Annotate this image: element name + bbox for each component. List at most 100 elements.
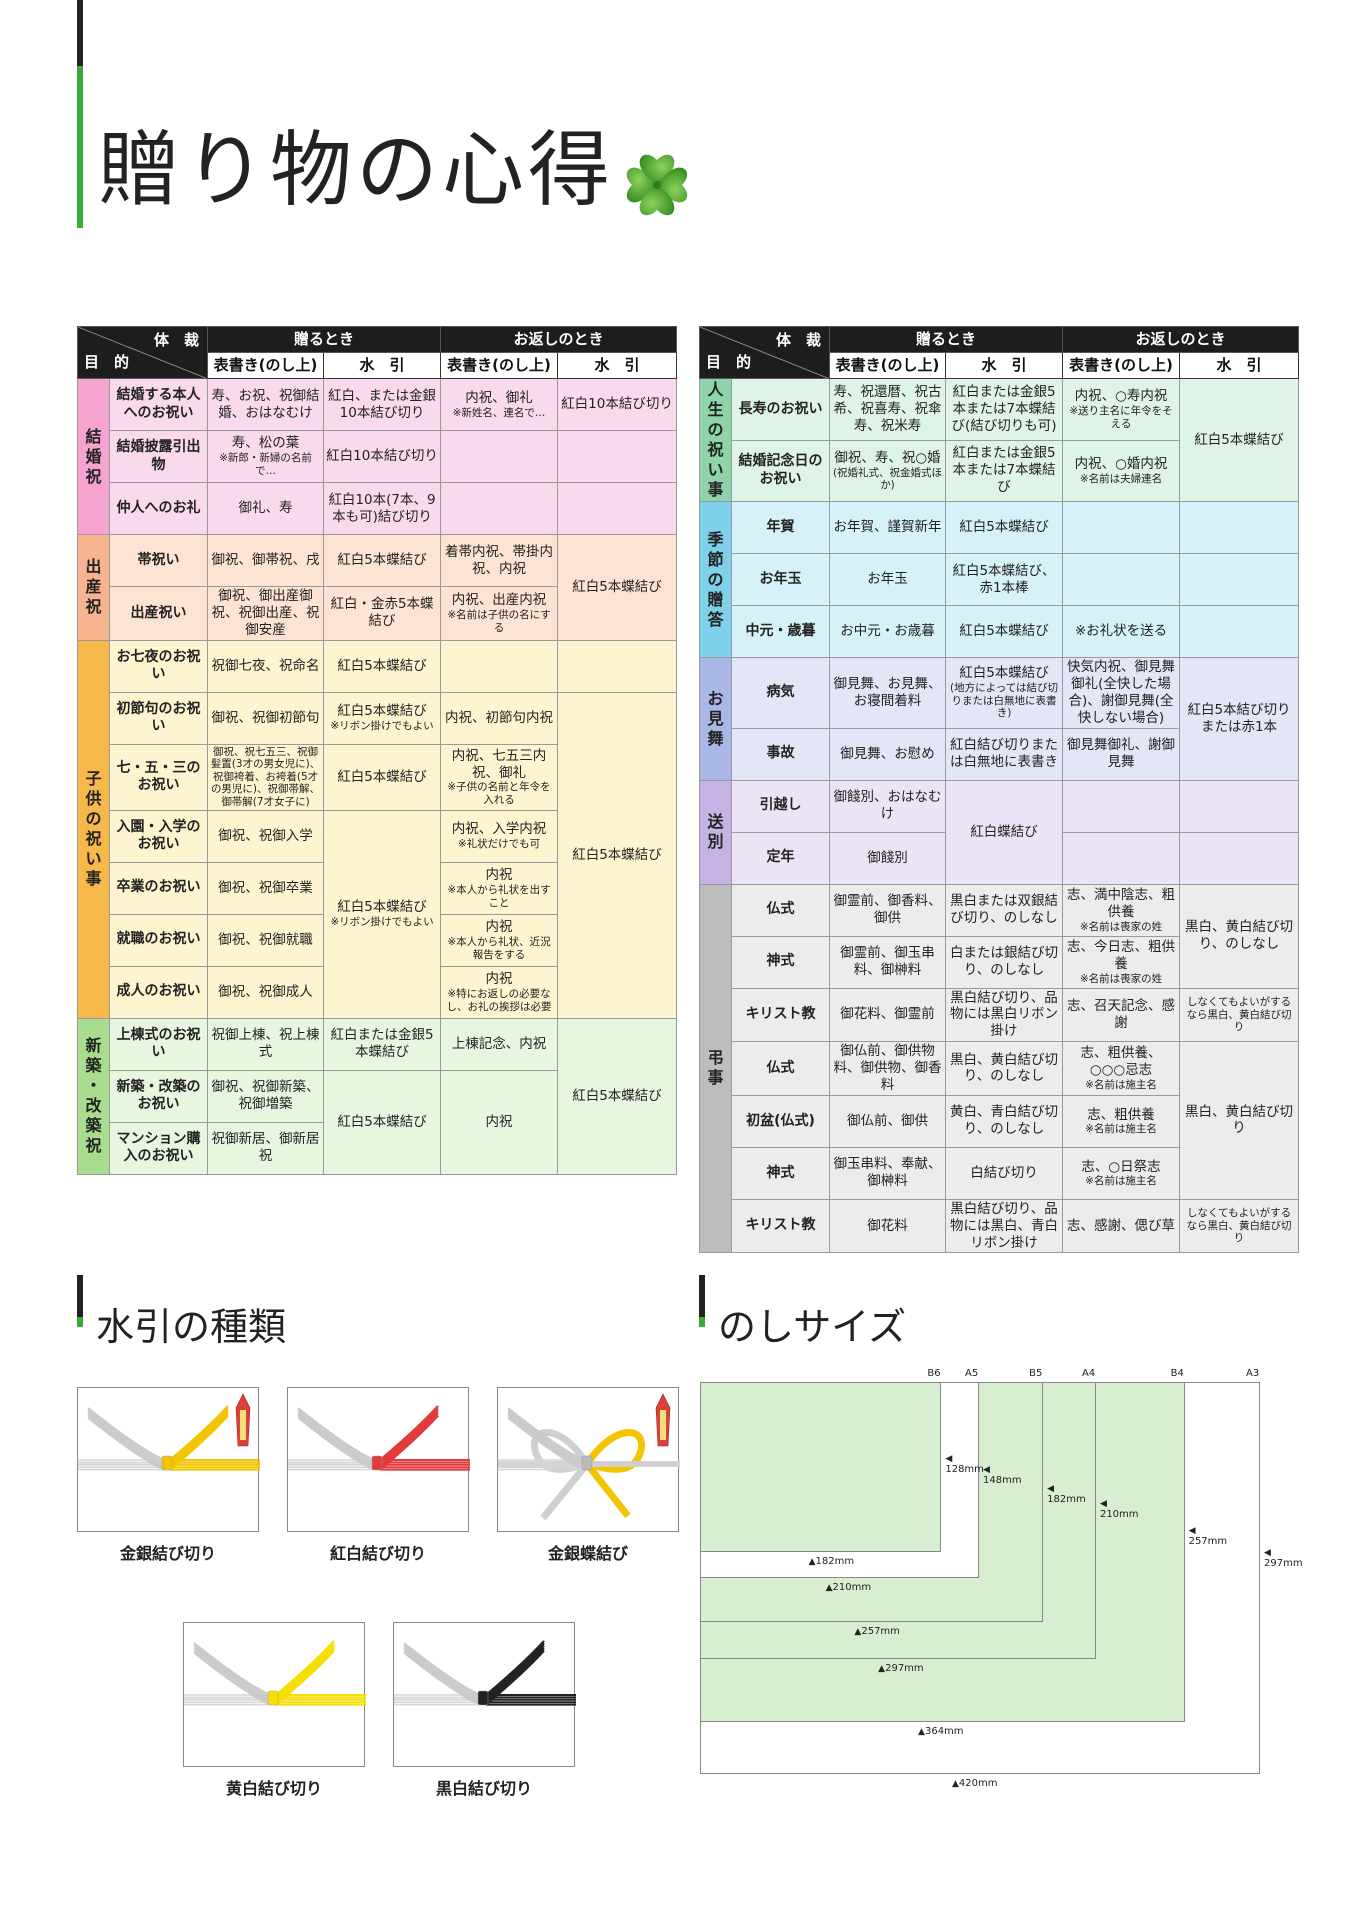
category-cell: 送 別	[699, 779, 732, 885]
cell-mizu: 白結び切り	[944, 1146, 1064, 1200]
mizuhiki-caption: 黄白結び切り	[225, 1779, 322, 1798]
header-okuru: 贈るとき	[828, 326, 1064, 353]
header-omote: 表書き(のし上)	[1062, 352, 1181, 379]
cell-kaeshi: 内祝、七五三内祝、御礼※子供の名前と年令を入れる	[440, 743, 559, 811]
header-corner: 体 裁目 的	[699, 326, 830, 379]
cell-kmizu	[557, 430, 678, 483]
table-row: 弔 事仏式御霊前、御香料、御供黒白または双銀結び切り、のしなし志、満中陰志、粗供…	[699, 883, 1300, 1254]
event-cell: 帯祝い	[109, 534, 208, 587]
cell-kmizu	[1179, 553, 1300, 606]
cell-kaeshi: 内祝※特にお返しの必要なし、お礼の挨拶は必要	[440, 965, 559, 1019]
noshi-height-label: ◀297mm	[1264, 1547, 1303, 1569]
header-mizu: 水 引	[944, 352, 1064, 379]
noshi-size-name: A5	[965, 1368, 979, 1379]
cell-text: 御祝、祝御新築、祝御増築	[211, 1079, 320, 1113]
cell-kmizu	[1179, 605, 1300, 658]
cell-note: 御祝、祝七五三、祝御髪置(3才の男女児に)、祝御袴着、お袴着(5才の男児に)、祝…	[210, 745, 321, 808]
header-mizu: 水 引	[1179, 352, 1300, 379]
merged-cell: 紅白5本蝶結び	[322, 1069, 442, 1175]
cell-omote: 祝御上棟、祝上棟式	[207, 1017, 324, 1071]
header-tai: 体 裁	[775, 331, 821, 349]
cell-mizu: 黒白結び切り、品物には黒白、青白リボン掛け	[944, 1198, 1064, 1254]
mizuhiki-sample	[183, 1622, 366, 1767]
cell-text: 御見舞、お見舞、お寝間着料	[833, 675, 942, 709]
merged-cell: 黒白、黄白結び切り	[1179, 1041, 1300, 1200]
table-row: キリスト教御花料黒白結び切り、品物には黒白、青白リボン掛け志、感謝、偲び草しなく…	[700, 1198, 1300, 1254]
cell-note: ※名前は喪家の姓	[1079, 972, 1163, 985]
cell-text: 内祝、出産内祝	[451, 592, 547, 609]
cell-kaeshi: 御見舞御礼、謝御見舞	[1062, 727, 1181, 781]
cell-omote: 御玉串料、奉献、御榊料	[829, 1146, 946, 1200]
noshi-width-label: ▲257mm	[854, 1625, 900, 1637]
cell-text: 紅白5本蝶結び	[337, 657, 427, 674]
cell-kmizu	[1179, 501, 1300, 554]
header-mizu: 水 引	[557, 352, 678, 379]
header-okaeshi: お返しのとき	[440, 326, 678, 353]
cell-text: 紅白結び切りまたは白無地に表書き	[950, 737, 1058, 770]
noshi-size-name: B4	[1170, 1368, 1184, 1379]
event-cell: 年賀	[731, 501, 830, 554]
event-cell: 引越し	[731, 779, 830, 833]
category-cell: 弔 事	[699, 883, 732, 1254]
cell-note: (地方によっては結び切りまたは白無地に表書き)	[949, 682, 1059, 720]
table-row: 子 供 の 祝 い 事お七夜のお祝い祝御七夜、祝命名紅白5本蝶結び	[77, 639, 678, 1019]
event-cell: 初盆(仏式)	[731, 1094, 830, 1148]
cell-mizu: 紅白5本蝶結び(地方によっては結び切りまたは白無地に表書き)	[944, 657, 1064, 729]
noshi-width-label: ▲297mm	[878, 1663, 924, 1675]
noshi-sheet	[700, 1382, 942, 1552]
cell-kaeshi	[440, 639, 559, 693]
cell-note: ※名前は施主名	[1085, 1079, 1157, 1092]
cell-text: 紅白10本(7本、9本も可)結び切り	[328, 491, 436, 525]
cell-text: 祝御上棟、祝上棟式	[211, 1027, 320, 1061]
noshi-size-name: A4	[1081, 1368, 1096, 1379]
cell-text: 志、粗供養	[1087, 1106, 1155, 1123]
cell-text: 内祝、入学内祝	[451, 821, 547, 838]
table-row: 結婚記念日のお祝い御祝、寿、祝○婚(祝婚礼式、祝金婚式ほか)紅白または金銀5本ま…	[700, 439, 1299, 502]
cell-kaeshi: ※お礼状を送る	[1062, 605, 1181, 658]
table-row: 初盆(仏式)御仏前、御供黄白、青白結び切り、のしなし志、粗供養※名前は施主名	[700, 1094, 1299, 1148]
cell-mizu: 紅白5本蝶結び、赤1本棒	[944, 553, 1064, 606]
cell-kaeshi: 志、粗供養※名前は施主名	[1062, 1094, 1181, 1148]
cell-text: 紅白5本蝶結び	[572, 1087, 662, 1104]
merged-cell: 紅白5本蝶結び	[1179, 378, 1300, 502]
cell-mizu: 紅白5本蝶結び	[944, 605, 1064, 658]
table-row: マンション購入のお祝い祝御新居、御新居祝	[78, 1121, 677, 1175]
table-row: 中元・歳暮お中元・お歳暮紅白5本蝶結び※お礼状を送る	[700, 605, 1300, 658]
cell-kmizu	[1179, 831, 1300, 885]
header-omote: 表書き(のし上)	[440, 352, 559, 379]
cell-text: 内祝	[485, 867, 513, 884]
cell-text: お年玉	[867, 571, 908, 588]
cell-kmizu	[557, 639, 678, 693]
table-row: 新築・改築のお祝い御祝、祝御新築、祝御増築紅白5本蝶結び内祝	[78, 1069, 677, 1175]
cell-kaeshi	[1062, 831, 1181, 885]
cell-text: 御餞別	[867, 849, 908, 866]
cell-text: 御見舞御礼、謝御見舞	[1067, 737, 1176, 770]
cell-omote: 祝御七夜、祝命名	[207, 639, 324, 693]
noshi-size-name: B5	[1029, 1368, 1043, 1379]
mizuhiki-sample	[77, 1387, 260, 1532]
header-okaeshi: お返しのとき	[1062, 326, 1300, 353]
cell-mizu: 紅白5本蝶結び	[944, 501, 1064, 554]
event-cell: 就職のお祝い	[109, 913, 208, 967]
noshi-height-label: ◀148mm	[983, 1465, 1022, 1487]
cell-text: 内祝	[485, 919, 513, 936]
cell-omote: 御霊前、御香料、御供	[829, 883, 946, 937]
category-cell: 子 供 の 祝 い 事	[77, 639, 110, 1019]
cell-text: 志、召天記念、感謝	[1067, 997, 1176, 1031]
cell-text: 御祝、祝御入学	[218, 827, 313, 844]
event-cell: 仏式	[731, 1041, 830, 1096]
cell-kaeshi	[1062, 501, 1181, 554]
cell-kaeshi: 志、今日志、粗供養※名前は喪家の姓	[1062, 935, 1181, 989]
cell-note: ※新郎・新婦の名前で…	[219, 452, 312, 477]
cell-mizu: 黒白または双銀結び切り、のしなし	[944, 883, 1064, 937]
header-moku: 目 的	[706, 353, 752, 372]
event-cell: 仲人へのお礼	[109, 482, 208, 535]
event-cell: 結婚披露引出物	[109, 430, 208, 483]
cell-mizu: 紅白または金銀5本または7本蝶結び	[944, 439, 1064, 502]
noshi-size-name: B6	[927, 1368, 941, 1379]
cell-omote: 御餞別	[829, 831, 946, 885]
section-bar-green	[699, 1317, 705, 1327]
table-row: 入園・入学のお祝い御祝、祝御入学紅白5本蝶結び※リボン掛けでもよい内祝、入学内祝…	[78, 809, 677, 1019]
cell-mizu: 紅白または金銀5本蝶結び	[322, 1017, 442, 1071]
cell-kaeshi	[440, 430, 559, 483]
